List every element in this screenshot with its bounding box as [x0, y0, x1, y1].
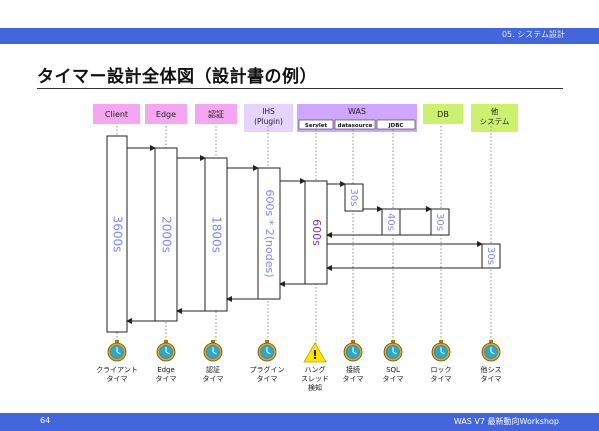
header-client-label: Client: [105, 110, 128, 119]
was-sub-1: [334, 119, 376, 130]
slide-title: タイマー設計全体図（設計書の例）: [37, 67, 317, 87]
page-number: 64: [40, 416, 51, 425]
timer-label-hang-1: スレッド: [301, 375, 329, 383]
header-client: [93, 104, 140, 124]
timeout-bar-auth: [204, 157, 228, 312]
header-auth: [195, 104, 237, 124]
header-ihs-label-line1: IHS: [262, 107, 275, 116]
timer-label-edge-0: Edge: [157, 366, 175, 374]
timer-label-lock-1: タイマ: [431, 374, 452, 383]
timer-label-client-0: クライアント: [96, 366, 138, 374]
timeout-bar-client: [106, 135, 128, 333]
timer-label-connect-1: タイマ: [343, 374, 364, 383]
timer-label-edge-1: タイマ: [156, 374, 177, 383]
timer-label-lock-0: ロック: [431, 366, 452, 374]
timeout-label-servlet: 600s: [310, 219, 323, 246]
timer-label-auth-1: タイマ: [203, 374, 224, 383]
timeout-label-db: 30s: [434, 213, 445, 231]
header-other-label-line1: 他: [491, 106, 499, 116]
was-sub-1-label: datasource: [338, 123, 373, 129]
warning-icon: !: [303, 342, 327, 363]
stopwatch-icon: [431, 340, 451, 362]
header-ihs: [244, 104, 293, 132]
timer-label-othersys-1: タイマ: [481, 374, 502, 383]
timeout-bar-ihs: [257, 167, 281, 300]
stopwatch-icon: [257, 340, 277, 362]
header-auth-label: 認証: [208, 109, 224, 119]
header-bar: 05. システム設計: [0, 28, 599, 44]
timer-label-othersys-0: 他シス: [481, 365, 502, 374]
timer-label-hang-2: 検知: [308, 383, 322, 392]
timer-label-client-1: タイマ: [107, 374, 128, 383]
timer-label-connect-0: 接続: [346, 365, 360, 374]
header-ihs-label-line2: (Plugin): [254, 117, 283, 126]
timeout-label-jdbc: 40s: [385, 213, 396, 231]
stopwatch-icon: [383, 340, 403, 362]
stopwatch-icon: [156, 340, 176, 362]
header-db: [423, 104, 463, 124]
was-sub-2-label: JDBC: [388, 123, 404, 129]
section-label: 05. システム設計: [501, 30, 565, 39]
header-other: [471, 104, 518, 132]
footer-text: WAS V7 最新動向Workshop: [453, 417, 559, 426]
timeout-label-auth: 1800s: [210, 216, 224, 253]
timeout-bar-other: [481, 243, 501, 269]
timeout-bar-db: [430, 208, 450, 236]
was-sub-2: [376, 119, 416, 130]
timeout-label-datasource: 30s: [348, 189, 359, 207]
header-edge: [145, 104, 187, 124]
timeout-label-client: 3600s: [111, 216, 125, 253]
timer-label-plugin-0: プラグイン: [250, 365, 285, 374]
header-db-label: DB: [437, 110, 449, 119]
svg-text:!: !: [312, 348, 317, 362]
timer-label-sql-0: SQL: [386, 366, 400, 374]
header-edge-label: Edge: [156, 110, 176, 119]
stopwatch-icon: [343, 340, 363, 362]
footer-bar: 64 WAS V7 最新動向Workshop: [0, 413, 599, 431]
timer-label-auth-0: 認証: [206, 365, 220, 374]
stopwatch-icon: [481, 340, 501, 362]
was-sub-0: [298, 119, 334, 130]
timeout-bar-edge: [154, 147, 178, 322]
stopwatch-icon: [107, 340, 127, 362]
timer-label-sql-1: タイマ: [383, 374, 404, 383]
timeout-label-ihs: 600s * 2(nodes): [263, 190, 276, 278]
timeout-label-other: 30s: [485, 247, 496, 265]
title-underline: [37, 88, 563, 89]
timeout-bar-datasource: [344, 183, 364, 212]
header-other-label-line2: システム: [480, 117, 510, 126]
timer-label-plugin-1: タイマ: [257, 374, 278, 383]
header-was-label: WAS: [348, 107, 366, 116]
timer-label-hang-0: ハング: [305, 365, 326, 374]
timeout-label-edge: 2000s: [160, 216, 174, 253]
stopwatch-icon: [203, 340, 223, 362]
